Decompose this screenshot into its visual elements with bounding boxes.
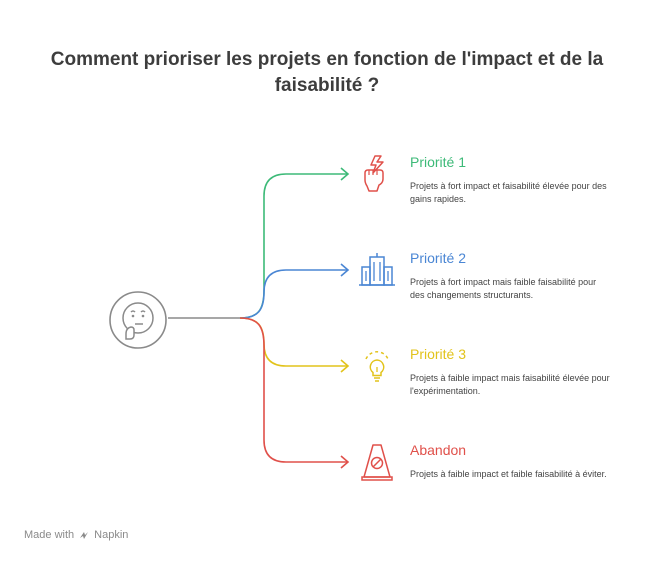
branch-description-priority-2: Projets à fort impact mais faible faisab… [410,277,597,300]
branch-title-priority-2: Priorité 2 [410,250,467,266]
lightbulb-icon [356,345,398,387]
branch-description-abandon: Projets à faible impact et faible faisab… [410,469,607,479]
thinking-face-icon [108,290,168,350]
connector-priority-3 [239,317,348,367]
branch-title-priority-3: Priorité 3 [410,346,467,362]
fist-lightning-icon [355,153,397,195]
made-with-label: Made with [24,529,75,541]
brand-label: Napkin [94,529,129,541]
connector-abandon [239,317,348,463]
napkin-logo-icon [78,529,90,541]
branch-title-priority-1: Priorité 1 [410,154,467,170]
branch-description-priority-1: Projets à fort impact et faisabilité éle… [410,181,607,204]
caution-sign-icon [356,441,398,483]
footer: Made with Napkin [24,529,128,541]
building-icon [356,249,398,291]
connector-priority-1 [239,173,348,319]
branch-description-priority-3: Projets à faible impact mais faisabilité… [410,373,610,396]
diagram-title: Comment prioriser les projets en fonctio… [50,49,604,96]
connector-priority-2 [239,269,348,319]
branch-title-abandon: Abandon [410,442,467,458]
